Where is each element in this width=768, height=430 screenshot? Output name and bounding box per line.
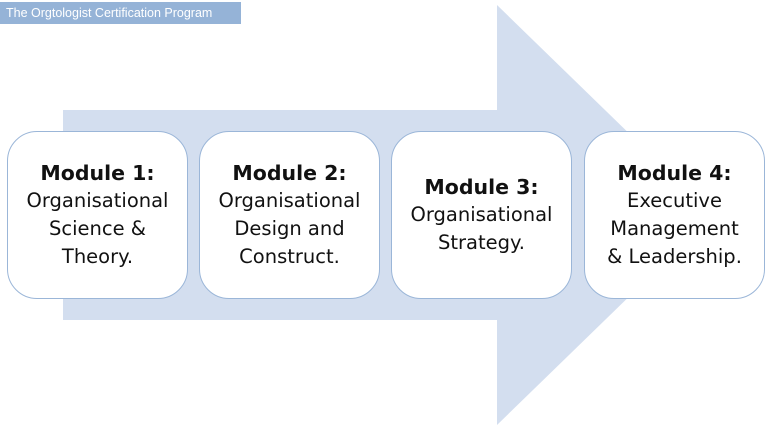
program-title-tag: The Orgtologist Certification Program — [0, 2, 241, 24]
module-3-box: Module 3: Organisational Strategy. — [391, 131, 572, 299]
module-2-description: Organisational Design and Construct. — [218, 189, 361, 268]
module-1-box: Module 1: Organisational Science & Theor… — [7, 131, 188, 299]
module-4-box: Module 4: Executive Management & Leaders… — [584, 131, 765, 299]
module-1-title: Module 1: — [40, 161, 155, 185]
module-2-box: Module 2: Organisational Design and Cons… — [199, 131, 380, 299]
module-4-title: Module 4: — [617, 161, 732, 185]
module-1-description: Organisational Science & Theory. — [26, 189, 169, 268]
module-3-description: Organisational Strategy. — [410, 203, 553, 254]
module-4-description: Executive Management & Leadership. — [607, 189, 742, 268]
module-2-title: Module 2: — [232, 161, 347, 185]
module-3-title: Module 3: — [424, 175, 539, 199]
arrow-shape — [63, 5, 713, 425]
